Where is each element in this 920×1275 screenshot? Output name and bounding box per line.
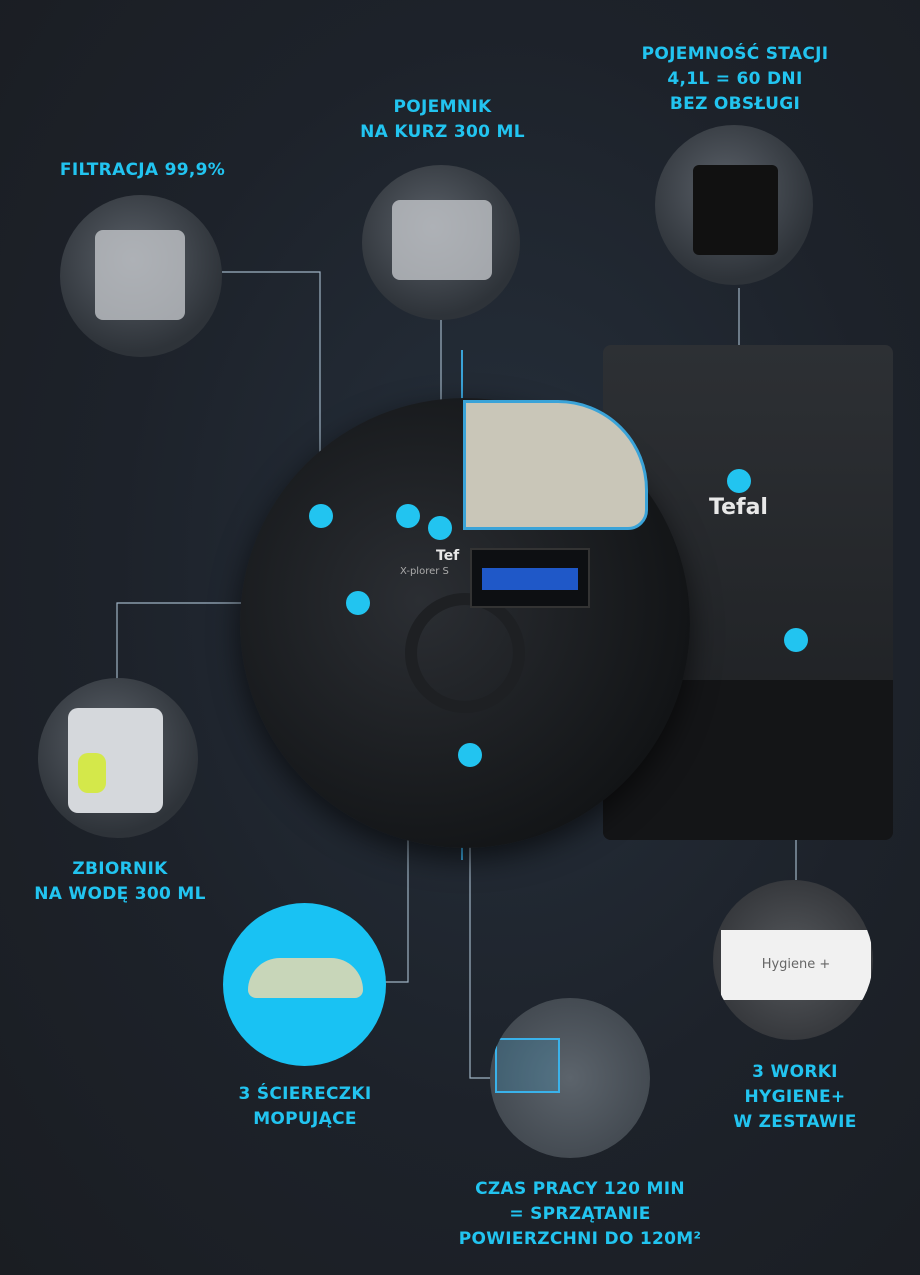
water-tank-image [38,678,198,838]
hotspot-station-capacity[interactable] [727,469,751,493]
label-water-tank: ZBIORNIK NA WODĘ 300 ML [34,859,206,904]
hotspot-dust-container[interactable] [428,516,452,540]
battery-image [490,998,650,1158]
hotspot-water-tank[interactable] [346,591,370,615]
label-station-capacity: POJEMNOŚĆ STACJI 4,1L = 60 DNI BEZ OBSŁU… [641,44,829,114]
label-runtime: CZAS PRACY 120 MIN = SPRZĄTANIE POWIERZC… [458,1179,702,1249]
hygiene-bag-image: Hygiene + [713,880,873,1040]
robot-model: X-plorer S [400,566,449,577]
dust-container-image [362,165,520,320]
station-bin-image [655,125,813,285]
mop-pad [463,400,648,530]
bag-label: Hygiene + [721,930,871,1000]
label-filtration: FILTRACJA 99,9% [59,160,226,180]
brush-roll [470,548,590,608]
station-brand: Tefal [709,495,768,520]
hotspot-filtration[interactable] [309,504,333,528]
hotspot-runtime[interactable] [458,743,482,767]
label-bags: 3 WORKI HYGIENE+ W ZESTAWIE [733,1062,857,1132]
mops-image [223,903,386,1066]
label-dust-container: POJEMNIK NA KURZ 300 ML [360,97,525,142]
filter-image [60,195,222,357]
hotspot-bags[interactable] [784,628,808,652]
hotspot-mops[interactable] [396,504,420,528]
robot-brand: Tef [436,548,460,564]
robot-center [405,593,525,713]
label-mops: 3 ŚCIERECZKI MOPUJĄCE [238,1084,372,1129]
